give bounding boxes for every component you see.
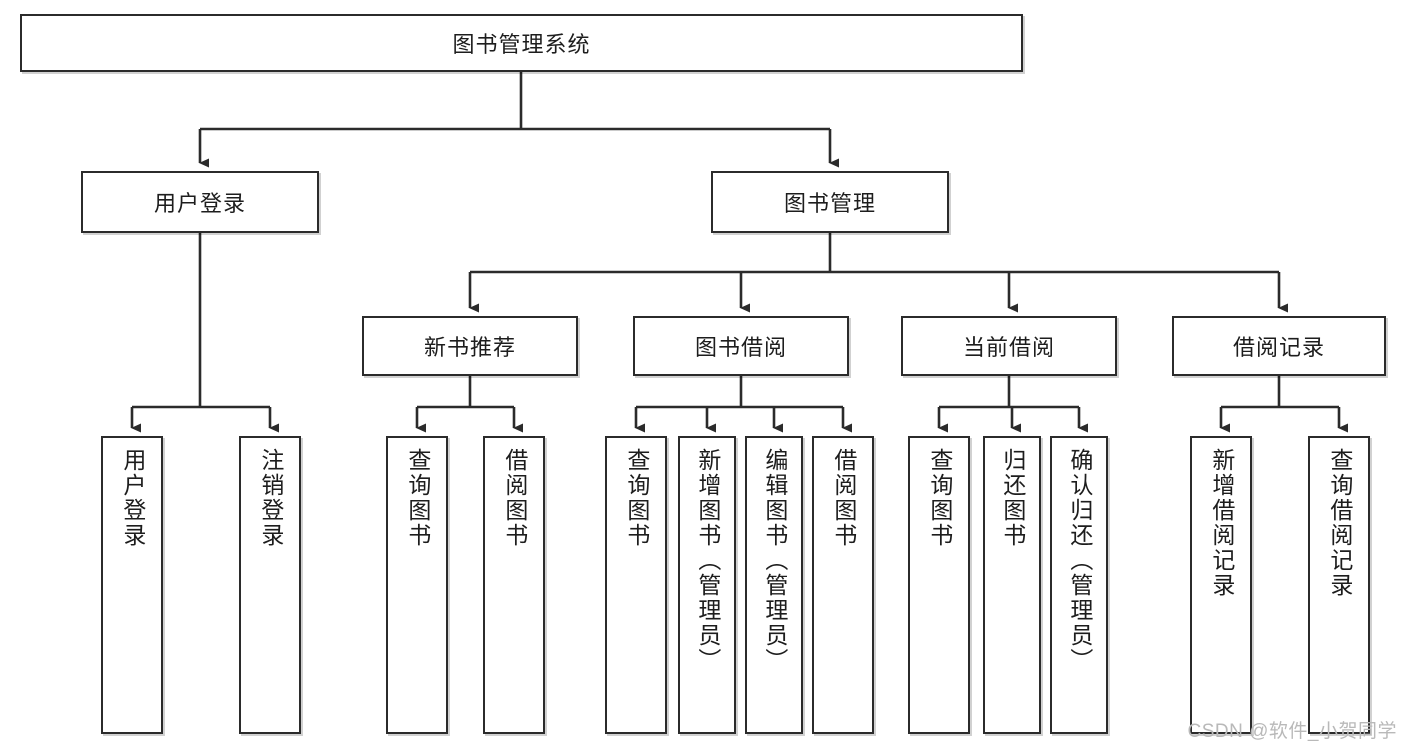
node-root[interactable]: 图书管理系统 bbox=[20, 14, 1023, 72]
node-book-manage-label: 图书管理 bbox=[783, 191, 876, 216]
node-leaf-logout[interactable]: 注销登录 bbox=[239, 436, 301, 734]
node-leaf-add-record-label: 新增借阅记录 bbox=[1208, 448, 1235, 598]
node-book-borrow-label: 图书借阅 bbox=[694, 335, 787, 360]
node-leaf-add-book-label: 新增图书（管理员） bbox=[694, 448, 721, 673]
node-leaf-add-book[interactable]: 新增图书（管理员） bbox=[678, 436, 736, 734]
node-leaf-query-book[interactable]: 查询图书 bbox=[605, 436, 667, 734]
node-leaf-confirm-return-label: 确认归还（管理员） bbox=[1066, 448, 1093, 673]
node-new-book-rec[interactable]: 新书推荐 bbox=[362, 316, 578, 376]
node-book-manage[interactable]: 图书管理 bbox=[711, 171, 949, 233]
node-leaf-confirm-return[interactable]: 确认归还（管理员） bbox=[1050, 436, 1108, 734]
node-leaf-query-book-label: 查询图书 bbox=[623, 448, 650, 548]
node-leaf-borrow-book-rec[interactable]: 借阅图书 bbox=[483, 436, 545, 734]
node-leaf-edit-book-label: 编辑图书（管理员） bbox=[761, 448, 788, 673]
node-leaf-borrow-book-label: 借阅图书 bbox=[830, 448, 857, 548]
node-user-login-label: 用户登录 bbox=[153, 191, 246, 216]
node-leaf-query-record-label: 查询借阅记录 bbox=[1326, 448, 1353, 598]
node-current-borrow-label: 当前借阅 bbox=[962, 335, 1055, 360]
node-leaf-query-record[interactable]: 查询借阅记录 bbox=[1308, 436, 1370, 734]
node-borrow-record[interactable]: 借阅记录 bbox=[1172, 316, 1386, 376]
node-new-book-rec-label: 新书推荐 bbox=[423, 335, 516, 360]
node-leaf-query-book-rec-label: 查询图书 bbox=[404, 448, 431, 548]
csdn-watermark: CSDN @软件_小贺同学 bbox=[1187, 721, 1397, 742]
node-leaf-edit-book[interactable]: 编辑图书（管理员） bbox=[745, 436, 803, 734]
node-leaf-query-book-cur[interactable]: 查询图书 bbox=[908, 436, 970, 734]
node-leaf-user-login-label: 用户登录 bbox=[119, 448, 146, 548]
node-leaf-query-book-cur-label: 查询图书 bbox=[926, 448, 953, 548]
node-leaf-query-book-rec[interactable]: 查询图书 bbox=[386, 436, 448, 734]
node-book-borrow[interactable]: 图书借阅 bbox=[633, 316, 849, 376]
node-leaf-return-book-label: 归还图书 bbox=[999, 448, 1026, 548]
node-leaf-borrow-book-rec-label: 借阅图书 bbox=[501, 448, 528, 548]
node-leaf-add-record[interactable]: 新增借阅记录 bbox=[1190, 436, 1252, 734]
node-leaf-logout-label: 注销登录 bbox=[257, 448, 284, 548]
node-current-borrow[interactable]: 当前借阅 bbox=[901, 316, 1117, 376]
node-leaf-return-book[interactable]: 归还图书 bbox=[983, 436, 1041, 734]
node-user-login[interactable]: 用户登录 bbox=[81, 171, 319, 233]
node-leaf-borrow-book[interactable]: 借阅图书 bbox=[812, 436, 874, 734]
node-borrow-record-label: 借阅记录 bbox=[1232, 335, 1325, 360]
node-leaf-user-login[interactable]: 用户登录 bbox=[101, 436, 163, 734]
node-root-label: 图书管理系统 bbox=[452, 32, 591, 57]
